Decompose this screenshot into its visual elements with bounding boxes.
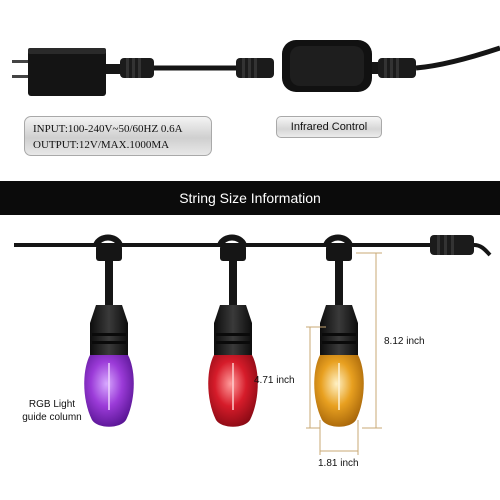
bulb-yellow xyxy=(314,234,364,427)
power-spec-box: INPUT:100-240V~50/60HZ 0.6A OUTPUT:12V/M… xyxy=(24,116,212,156)
power-adapter xyxy=(28,48,106,96)
rgb-label-line1: RGB Light xyxy=(28,399,76,410)
banner-title: String Size Information xyxy=(0,181,500,215)
cable-connector-3 xyxy=(378,58,416,78)
cable-connector-1 xyxy=(120,58,154,78)
rgb-guide-label: RGB Light guide column xyxy=(12,398,92,424)
bulb-height-label: 4.71 inch xyxy=(254,375,295,386)
infrared-control-label: Infrared Control xyxy=(276,116,382,138)
output-spec: OUTPUT:12V/MAX.1000MA xyxy=(33,139,170,151)
bulb-red xyxy=(208,234,258,427)
bulb-width-label: 1.81 inch xyxy=(318,458,359,469)
bulb-purple xyxy=(84,234,134,427)
input-spec: INPUT:100-240V~50/60HZ 0.6A xyxy=(33,123,183,135)
total-height-label: 8.12 inch xyxy=(384,336,425,347)
rgb-label-line2: guide column xyxy=(22,412,82,423)
dimension-lines xyxy=(306,252,382,455)
string-light-diagram xyxy=(14,234,492,455)
end-connector xyxy=(430,235,492,257)
cable-connector-2 xyxy=(236,58,274,78)
plug-prongs xyxy=(12,60,28,78)
power-cable-diagram xyxy=(12,40,500,96)
